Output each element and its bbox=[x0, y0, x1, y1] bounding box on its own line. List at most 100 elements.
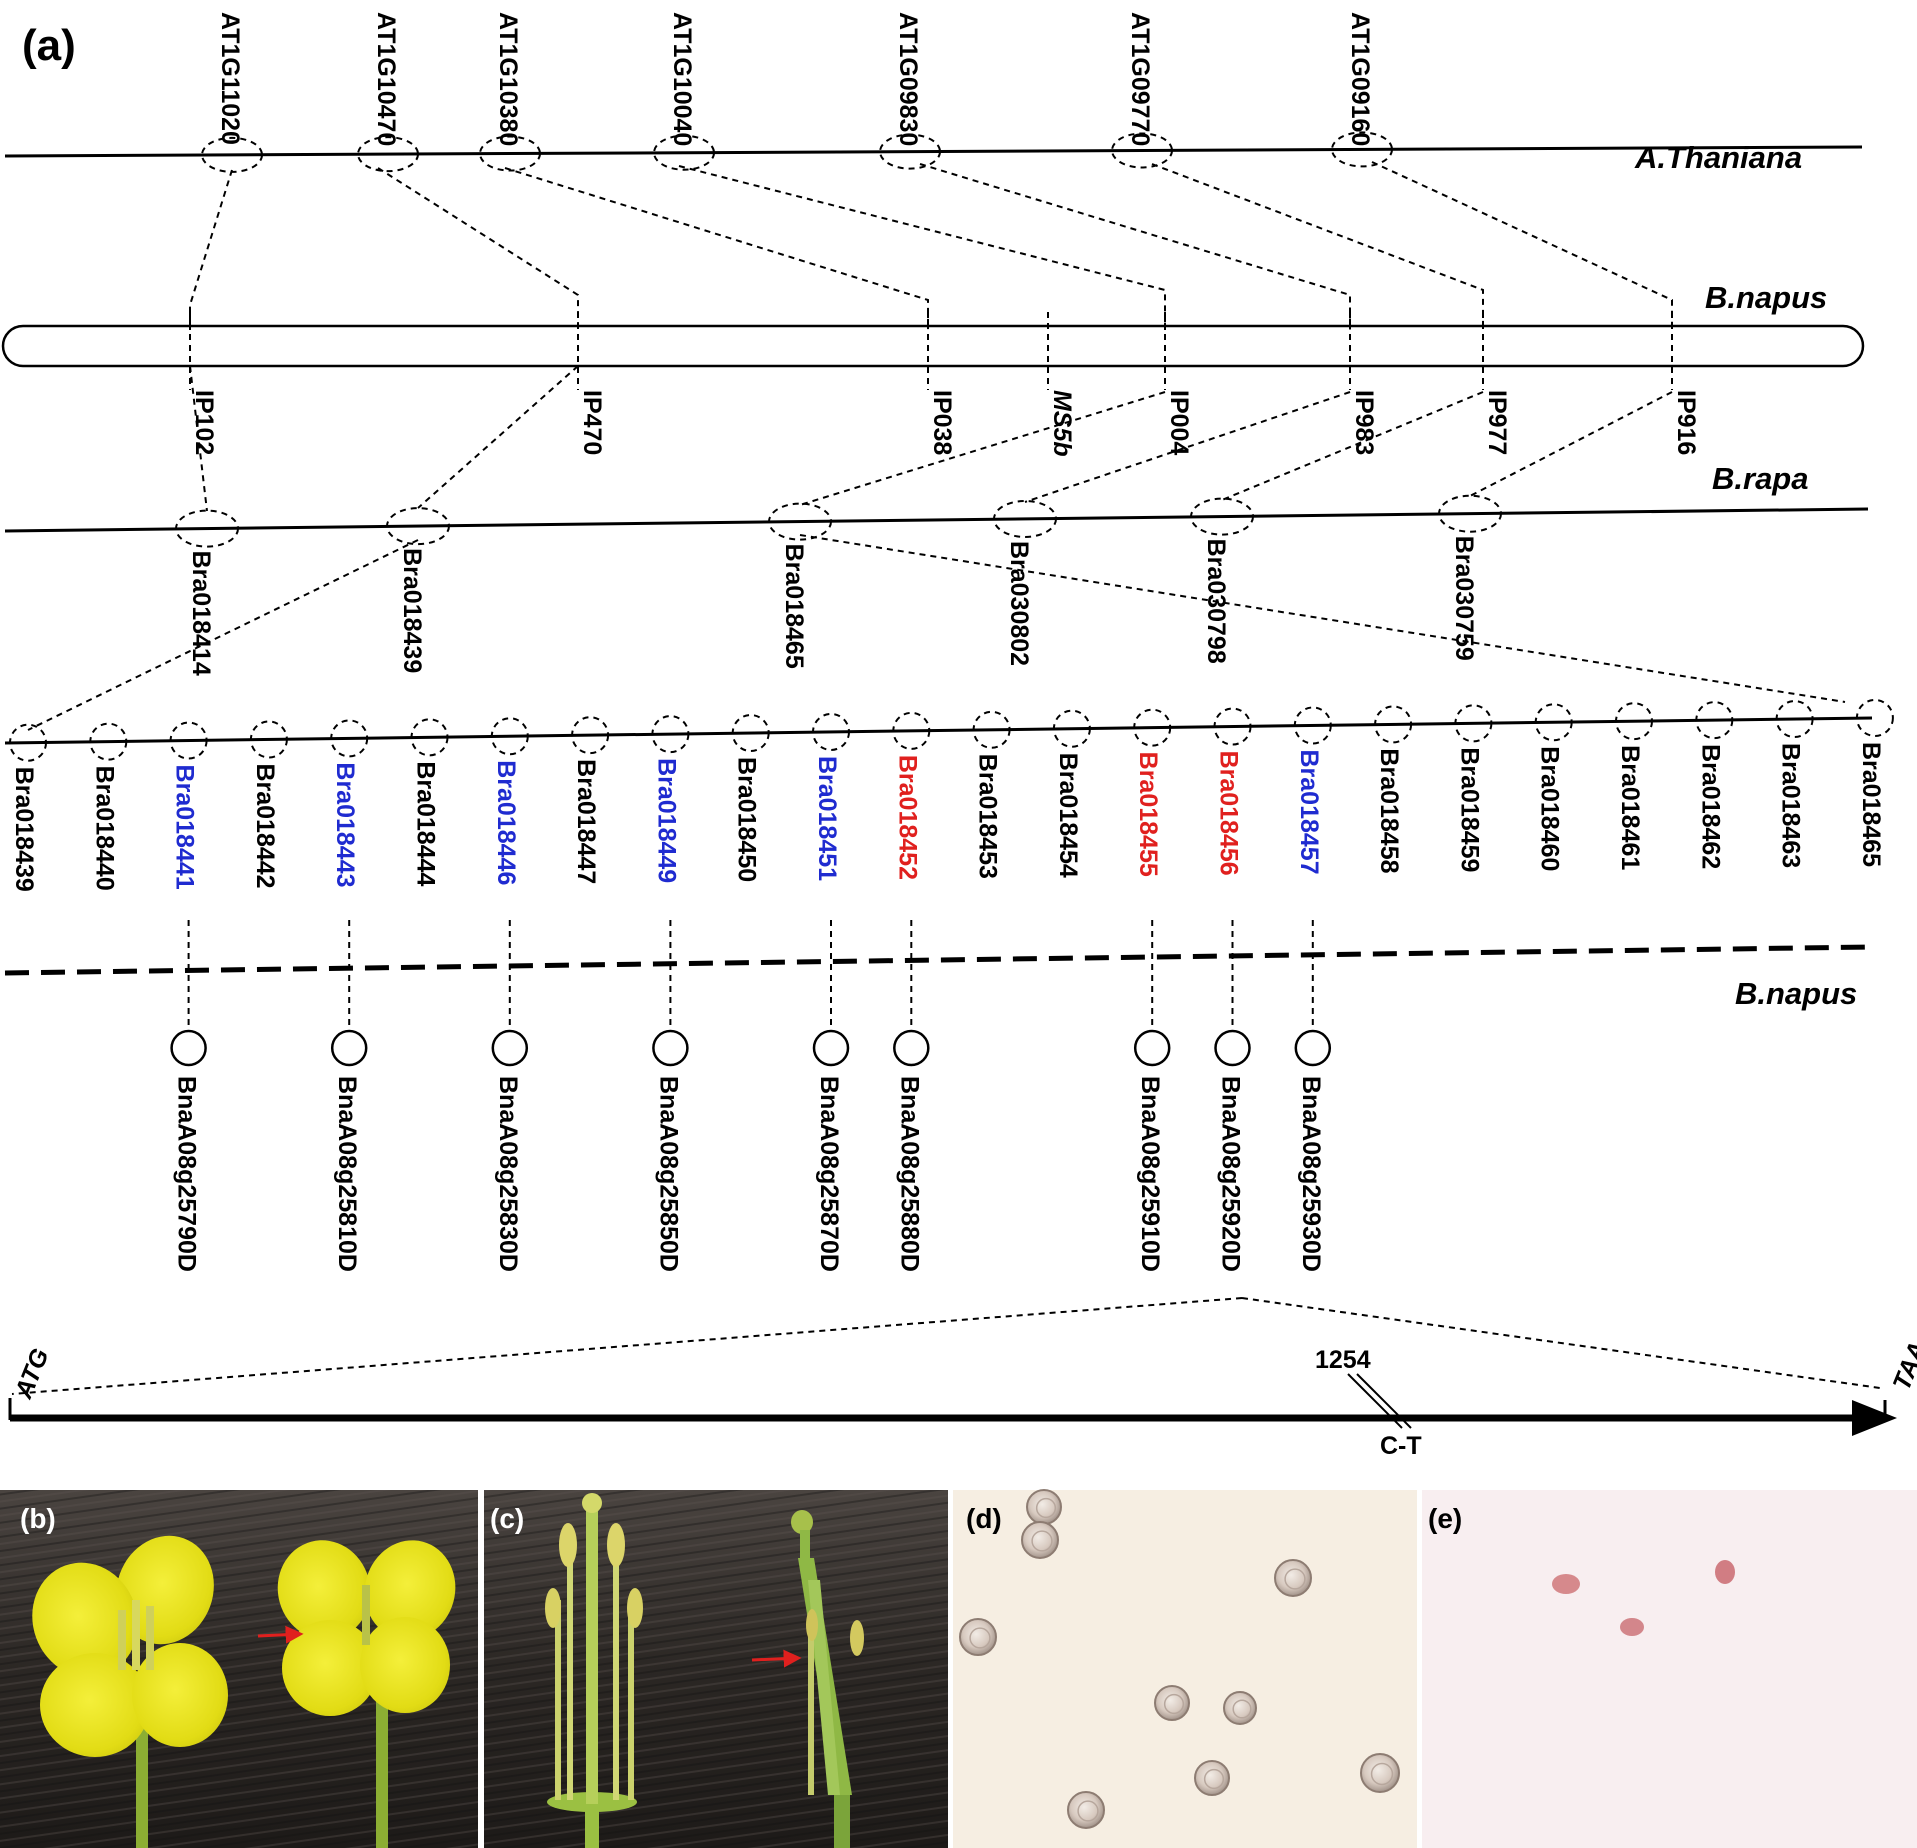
napus-gene-marker bbox=[491, 1029, 529, 1067]
napus-gene-label: BnaA08g25850D bbox=[654, 1076, 682, 1272]
link-thaliana-napus bbox=[678, 165, 1166, 330]
petal bbox=[360, 1617, 450, 1713]
thaliana-gene-label: AT1G11020 bbox=[216, 12, 244, 145]
filament bbox=[555, 1600, 561, 1800]
link-napus-rapa bbox=[1024, 391, 1351, 503]
stained-pollen-remnant bbox=[1715, 1560, 1735, 1584]
detail-gene-label: Bra018440 bbox=[90, 766, 118, 891]
detail-gene-marker bbox=[1775, 700, 1814, 739]
detail-gene-marker bbox=[651, 715, 690, 754]
rapa-detail-chromosome-line bbox=[4, 716, 1873, 745]
filament bbox=[613, 1545, 619, 1800]
detail-gene-marker bbox=[1133, 708, 1172, 747]
detail-gene-label: Bra018459 bbox=[1455, 747, 1483, 872]
rapa-gene-label: Bra030802 bbox=[1005, 541, 1033, 666]
napus-gene-marker bbox=[812, 1029, 850, 1067]
napus-gene-label: BnaA08g25930D bbox=[1297, 1076, 1325, 1272]
pollen-grain-inner bbox=[1232, 1699, 1252, 1719]
panel-b-flowers-photo: (b) bbox=[0, 1490, 478, 1848]
anther bbox=[627, 1588, 643, 1628]
thaliana-gene-marker bbox=[1331, 131, 1393, 168]
mutation-marker-line-2 bbox=[1356, 1373, 1412, 1429]
pedicel bbox=[834, 1790, 850, 1848]
detail-gene-label: Bra018461 bbox=[1616, 745, 1644, 870]
detail-gene-marker bbox=[1534, 703, 1573, 742]
thaliana-gene-label: AT1G10040 bbox=[668, 12, 696, 146]
detail-gene-marker bbox=[1374, 705, 1413, 744]
petal bbox=[132, 1643, 228, 1747]
napus-marker-label: MS5b bbox=[1048, 390, 1076, 457]
link-thaliana-napus bbox=[504, 167, 929, 330]
pollen-grain-inner bbox=[969, 1627, 991, 1649]
shriveled-anther bbox=[850, 1620, 864, 1656]
napus-chromosome-bar bbox=[1, 324, 1865, 368]
panel-c-label: (c) bbox=[490, 1503, 524, 1534]
rapa-gene-label: Bra018439 bbox=[398, 548, 426, 673]
panel-a-label: (a) bbox=[22, 21, 76, 70]
photo-e-background bbox=[1422, 1490, 1917, 1848]
flower-stem-right bbox=[376, 1700, 388, 1848]
detail-gene-label: Bra018444 bbox=[412, 761, 440, 886]
red-arrow-icon bbox=[257, 1625, 304, 1644]
link-napus-rapa bbox=[417, 365, 579, 509]
detail-gene-label: Bra018457 bbox=[1295, 749, 1323, 874]
rapa-gene-marker bbox=[175, 509, 239, 548]
link-napus-rapa bbox=[1221, 391, 1484, 501]
zoom-line-right bbox=[1241, 1297, 1881, 1389]
pollen-grain bbox=[1360, 1753, 1400, 1793]
style bbox=[800, 1530, 810, 1570]
thaliana-gene-label: AT1G10380 bbox=[494, 12, 522, 146]
filament bbox=[808, 1615, 814, 1795]
stigma bbox=[791, 1510, 813, 1534]
napus-gene-label: BnaA08g25910D bbox=[1136, 1076, 1164, 1272]
napus-marker-label: IP977 bbox=[1483, 390, 1511, 455]
link-thaliana-napus bbox=[377, 167, 579, 330]
detail-gene-label: Bra018443 bbox=[331, 762, 359, 887]
stigma bbox=[582, 1493, 602, 1513]
thaliana-gene-marker bbox=[357, 136, 419, 173]
species-napus-top: B.napus bbox=[1705, 280, 1827, 315]
petal bbox=[364, 1540, 456, 1640]
pedicel bbox=[585, 1805, 599, 1848]
panel-c-stamens-photo: (c) bbox=[484, 1490, 948, 1848]
panel-b-label: (b) bbox=[20, 1503, 56, 1534]
pollen-grain-inner bbox=[1031, 1530, 1053, 1552]
petal bbox=[282, 1620, 378, 1716]
napus-gene-label: BnaA08g25810D bbox=[333, 1076, 361, 1272]
thaliana-gene-marker bbox=[653, 134, 715, 171]
napus-marker-label: IP916 bbox=[1672, 390, 1700, 455]
link-thaliana-napus bbox=[919, 163, 1351, 330]
detail-gene-label: Bra018439 bbox=[10, 767, 38, 892]
filament bbox=[567, 1545, 573, 1800]
mutation-marker-line-1 bbox=[1347, 1373, 1403, 1429]
napus-gene-label: BnaA08g25920D bbox=[1217, 1076, 1245, 1272]
pollen-grain-inner bbox=[1163, 1693, 1185, 1715]
detail-gene-marker bbox=[9, 723, 47, 762]
rapa-gene-marker bbox=[993, 499, 1057, 538]
napus-dashed-line bbox=[4, 944, 1873, 976]
napus-gene-marker bbox=[1214, 1029, 1251, 1067]
anther bbox=[545, 1588, 561, 1628]
mutation-position-label: 1254 bbox=[1315, 1346, 1371, 1374]
detail-gene-marker bbox=[330, 719, 369, 758]
link-napus-rapa bbox=[1469, 391, 1673, 497]
petal bbox=[40, 1653, 150, 1757]
thaliana-gene-label: AT1G09160 bbox=[1346, 12, 1374, 146]
link-thaliana-napus bbox=[189, 169, 233, 330]
detail-gene-label: Bra018462 bbox=[1696, 744, 1724, 869]
stamens-wildtype bbox=[545, 1493, 643, 1848]
napus-gene-marker bbox=[893, 1029, 930, 1067]
petal bbox=[32, 1562, 138, 1678]
panel-d-pollen-photo: (d) bbox=[953, 1489, 1417, 1848]
mutation-change-label: C-T bbox=[1380, 1432, 1422, 1460]
detail-gene-marker bbox=[1615, 702, 1653, 741]
detail-gene-label: Bra018458 bbox=[1375, 748, 1403, 873]
detail-gene-marker bbox=[410, 718, 449, 757]
species-rapa: B.rapa bbox=[1712, 461, 1808, 496]
petal bbox=[277, 1540, 371, 1640]
thaliana-chromosome-line bbox=[4, 145, 1863, 158]
synteny-links bbox=[27, 161, 1846, 731]
link-thaliana-napus bbox=[1151, 163, 1484, 330]
detail-gene-label: Bra018451 bbox=[813, 756, 841, 881]
